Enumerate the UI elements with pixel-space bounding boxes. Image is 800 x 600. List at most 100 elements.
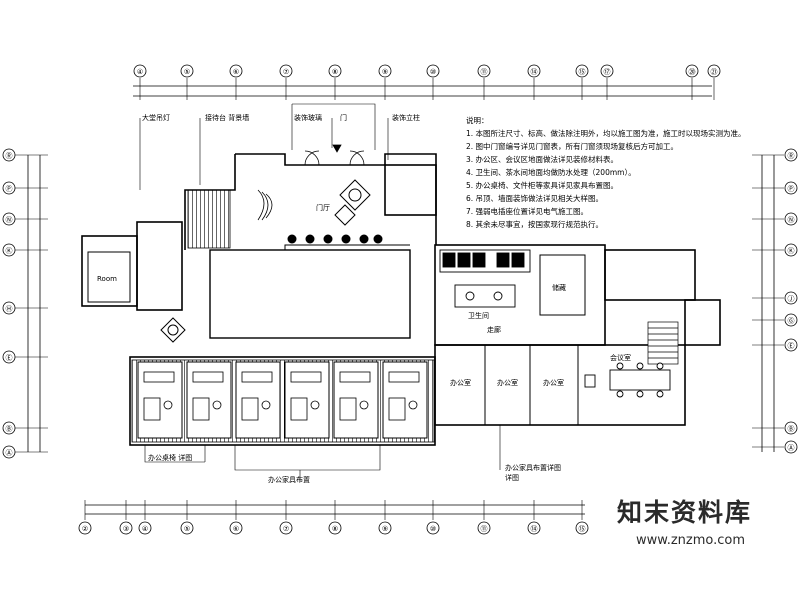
- right-axis-bubble: [784, 212, 798, 226]
- top-axis-label: ⑪: [481, 68, 488, 76]
- left-axis-bubble: [2, 148, 16, 162]
- top-axis-label: ⑥: [233, 68, 239, 76]
- bottom-axis-bubble: [575, 521, 589, 535]
- bottom-axis-bubble: [229, 521, 243, 535]
- bottom-axis-bubble: [477, 521, 491, 535]
- top-axis-label: ⑨: [382, 68, 388, 76]
- cubicle-chair: [359, 400, 369, 410]
- cubicle-cabinet: [143, 397, 161, 421]
- bottom-callout-leaders: [144, 425, 501, 482]
- right-axis-label: Ⓑ: [788, 425, 795, 433]
- callout-top-1: 大堂吊灯: [142, 113, 170, 122]
- right-axis-label: Ⓡ: [788, 152, 795, 160]
- top-axis-label: ⑭: [531, 68, 538, 76]
- wc-label: 卫生间: [468, 311, 489, 320]
- top-axis-bubble: [229, 64, 243, 78]
- lobby-diamond-planters: [160, 179, 371, 343]
- left-axis-bubble: [2, 350, 16, 364]
- cubicle-desk: [241, 371, 273, 383]
- top-axis-bubble: [133, 64, 147, 78]
- top-callout-leaders: [139, 103, 389, 190]
- left-axis-label: Ⓚ: [6, 247, 13, 255]
- meeting-room-label: 会议室: [610, 353, 631, 362]
- plant: [341, 234, 351, 244]
- bottom-axis-label: ⑩: [430, 525, 436, 533]
- plant: [323, 234, 333, 244]
- cubicle-desk: [143, 371, 175, 383]
- storage-room: [539, 254, 586, 316]
- left-axis-group: [27, 155, 41, 452]
- bottom-axis-bubble: [426, 521, 440, 535]
- hall-stair: [257, 189, 273, 221]
- bottom-axis-label: ⑥: [233, 525, 239, 533]
- watermark-url: www.znzmo.com: [636, 533, 745, 548]
- right-axis-label: Ⓟ: [788, 185, 795, 193]
- bottom-axis-bubble: [527, 521, 541, 535]
- corridor-label: 走廊: [487, 325, 501, 334]
- left-small-room: [87, 251, 131, 303]
- cubicle-cabinet: [241, 397, 259, 421]
- right-axis-bubble: [784, 338, 798, 352]
- right-stair: [647, 321, 679, 365]
- watermark-brand: 知末资料库: [617, 498, 752, 527]
- top-axis-label: ④: [137, 68, 143, 76]
- cubicle-chair: [310, 400, 320, 410]
- bottom-axis-bubble: [119, 521, 133, 535]
- left-axis-bubble: [2, 445, 16, 459]
- hatched-floor-left-top: [187, 189, 231, 249]
- right-axis-label: Ⓝ: [788, 216, 795, 224]
- right-axis-label: Ⓚ: [788, 247, 795, 255]
- cubicle-cabinet: [290, 397, 308, 421]
- callout-bottom-mid: 办公家具布置: [268, 475, 310, 484]
- cubicle-desk: [290, 371, 322, 383]
- right-axis-bubble: [784, 243, 798, 257]
- lower-right-offices: [484, 345, 579, 425]
- callout-bottom-right-1: 办公家具布置详图: [505, 463, 561, 472]
- bottom-axis-bubble: [138, 521, 152, 535]
- design-notes: 说明： 1. 本图所注尺寸、标高、做法除注明外，均以施工图为准，施工时以现场实测…: [466, 115, 746, 229]
- right-axis-bubble: [784, 181, 798, 195]
- top-axis-label: ⑩: [430, 68, 436, 76]
- bottom-axis-label: ④: [142, 525, 148, 533]
- right-axis-label: Ⓖ: [788, 317, 795, 325]
- bottom-axis-label: ⑭: [531, 525, 538, 533]
- cubicle-cabinet: [192, 397, 210, 421]
- right-axis-bubble: [784, 313, 798, 327]
- top-axis-bubble: [180, 64, 194, 78]
- atrium-step: [210, 244, 410, 251]
- storage-room-label: 储藏: [552, 283, 566, 292]
- top-axis-bubble: [600, 64, 614, 78]
- plant: [287, 234, 297, 244]
- callout-top-4: 门: [340, 113, 347, 122]
- notes-line-5: 5. 办公桌椅、文件柜等家具详见家具布置图。: [466, 180, 618, 190]
- bottom-axis-bubble: [279, 521, 293, 535]
- top-axis-bubble: [685, 64, 699, 78]
- cubicle-desk: [192, 371, 224, 383]
- top-axis-bubble: [279, 64, 293, 78]
- bottom-axis-bubble: [378, 521, 392, 535]
- right-axis-bubble: [784, 440, 798, 454]
- left-axis-label: Ⓗ: [6, 305, 13, 313]
- workstation-cubicles: [137, 361, 428, 439]
- top-axis-bubble: [575, 64, 589, 78]
- left-axis-bubble: [2, 421, 16, 435]
- bottom-axis-label: ⑤: [184, 525, 190, 533]
- right-axis-label: Ⓙ: [788, 295, 795, 303]
- bottom-axis-label: ⑨: [382, 525, 388, 533]
- plant: [305, 234, 315, 244]
- top-axis-bubble: [378, 64, 392, 78]
- atrium-void: [209, 249, 411, 339]
- bottom-axis-label: ⑪: [481, 525, 488, 533]
- left-axis-label: Ⓝ: [6, 216, 13, 224]
- callout-top-2: 接待台 背景墙: [205, 113, 249, 122]
- notes-line-6: 6. 吊顶、墙面装饰做法详见相关大样图。: [466, 193, 603, 203]
- office-a-label: 办公室: [450, 378, 471, 387]
- watermark: 知末资料库 www.znzmo.com: [617, 498, 752, 548]
- bottom-axis-label: ③: [123, 525, 129, 533]
- top-axis-label: ⑤: [184, 68, 190, 76]
- cubicle-desk: [388, 371, 420, 383]
- top-axis-bubble: [477, 64, 491, 78]
